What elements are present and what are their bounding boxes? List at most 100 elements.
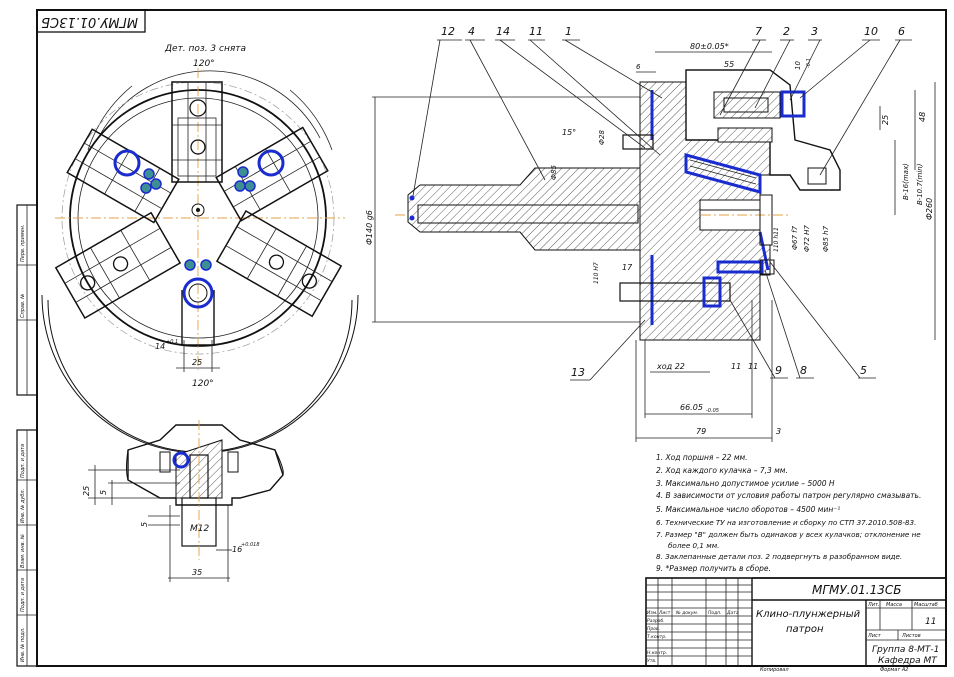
top-stamp: МГМУ.01.13СБ [36,9,146,33]
dim-55: 55 [724,60,734,69]
tb-row-4: Н.контр. [647,650,667,656]
dim-3: 3 [776,427,781,436]
dim-66-tol: -0.05 [706,408,719,414]
front-dim-14: 14 [155,342,165,351]
callout-5: 5 [860,364,867,377]
front-dim-25: 25 [192,358,202,367]
tb-col-sheets: Листов [901,633,921,639]
outer-frame [36,9,947,667]
strip-label-6: Инв. № подл. [20,628,26,663]
sec-dim-35: 35 [192,568,202,577]
jaw-top [171,81,223,183]
note-7: 7. Размер "B" должен быть одинаков у все… [656,530,921,539]
tb-caption: Копировал [760,667,789,673]
note-9: 9. *Размер получить в сборе. [656,564,771,573]
dim-s110: 110 h11 [773,227,780,252]
callouts-top: 12 4 14 11 1 7 2 3 10 6 [412,25,912,197]
tb-col-lit: Лит. [867,602,880,608]
callout-3: 3 [811,25,818,38]
tb-col-scale: Масштаб [914,602,938,608]
dim-11b: 11 [748,362,758,371]
tb-sign-2: Дата [726,610,739,616]
dim-phi140: Ф140 g6 [365,210,374,245]
angle-top-label: 120° [193,59,215,69]
section-detail: 25 5 5 M12 16 +0.018 35 [82,420,284,582]
callout-12: 12 [441,25,455,38]
callout-1: 1 [565,25,572,38]
tb-col-mass: Масса [886,602,902,608]
sec-dim-5: 5 [99,490,108,495]
callout-13: 13 [571,366,585,379]
note-6: 6. Технические ТУ на изготовление и сбор… [656,518,916,527]
tb-row-2: Пров. [647,626,660,632]
strip-label-2: Подп. и дата [20,444,26,478]
technical-notes: 1. Ход поршня – 22 мм. 2. Ход каждого ку… [656,453,921,573]
main-dimensions: 80±0.05* 6 55 10 -0.1 25 48 B-16(max) B-… [365,42,936,442]
sec-dim-5b: 5 [140,522,149,527]
callout-8: 8 [800,364,807,377]
callout-11: 11 [529,25,543,38]
jaw-lower-right [215,209,343,318]
dim-25: 25 [881,115,890,125]
dim-6: 6 [636,63,641,71]
callout-10: 10 [864,25,878,38]
callout-9: 9 [775,364,782,377]
note-2: 2. Ход каждого кулачка – 7,3 мм. [656,466,788,475]
strip-label-4: Взам. инв. № [20,534,26,568]
sec-thread: M12 [190,524,209,534]
plunger-left [113,149,141,177]
tb-row-5: Утв. [647,658,656,664]
dim-phi85: Ф85 [550,165,558,180]
title-block: МГМУ.01.13СБ Клино-плунжерный патрон Лит… [645,577,947,673]
callout-4: 4 [468,25,475,38]
dim-phi260: Ф260 [925,198,934,220]
dim-angle15: 15° [562,128,576,137]
dim-phi28: Ф28 [598,130,606,145]
dim-phi67: Ф67 f7 [791,225,799,250]
dim-79: 79 [696,427,706,436]
note-3: 3. Максимально допустимое усилие – 5000 … [656,479,835,488]
callouts-bottom: 13 9 8 5 [570,261,876,381]
note-1: 1. Ход поршня – 22 мм. [656,453,748,462]
callout-14: 14 [496,25,510,38]
front-view: Дет. поз. 3 снята 120° 120° [41,44,359,454]
jaw-lower-left [54,211,182,320]
callout-2: 2 [783,25,790,38]
dim-10-tol: -0.1 [806,58,812,68]
tb-format: Формат А2 [880,667,908,673]
bottom-arc [41,294,359,454]
strip-label-0: Перв. примен. [20,224,26,262]
dim-hod22: ход 22 [656,362,685,371]
angle-bottom-label: 120° [192,379,214,389]
bottom-slot [181,277,215,346]
shank-part [407,167,641,251]
dim-48: 48 [918,112,927,122]
tb-group-2: Кафедра МТ [878,656,938,666]
dim-80: 80±0.05* [690,42,729,51]
tb-group-1: Группа 8-МТ-1 [872,645,939,655]
dim-b16: B-16(max) [902,163,910,200]
sec-dim-25: 25 [82,486,91,496]
tb-doc-code: МГМУ.01.13СБ [812,583,901,597]
dim-10: 10 [794,61,802,70]
view-label: Дет. поз. 3 снята [164,44,246,54]
callout-7: 7 [755,25,762,38]
tb-name-1: Клино-плунжерный [756,609,861,620]
note-7b: более 0,1 мм. [668,541,719,550]
sec-d16: 16 [232,545,242,554]
dim-11a: 11 [731,362,741,371]
tb-sign-1: Подп. [708,610,722,616]
dim-s110b: 110 H7 [593,262,600,284]
tb-row-1: Разраб. [647,618,665,624]
dim-phi85b: Ф85 h7 [822,225,830,252]
dim-66: 66.05 [680,403,703,412]
sec-d16-tol: +0.018 [241,542,260,548]
dim-phi72: Ф72 H7 [803,225,811,252]
top-stamp-text: МГМУ.01.13СБ [41,14,138,29]
tb-col-sheet: Лист [867,633,882,639]
tb-row-3: Т.контр. [647,634,667,640]
note-4: 4. В зависимости от условия работы патро… [656,491,921,500]
strip-label-3: Инв. № дубл. [20,489,26,523]
left-binding-strip: Перв. примен. Справ. № Подп. и дата Инв.… [16,204,38,667]
